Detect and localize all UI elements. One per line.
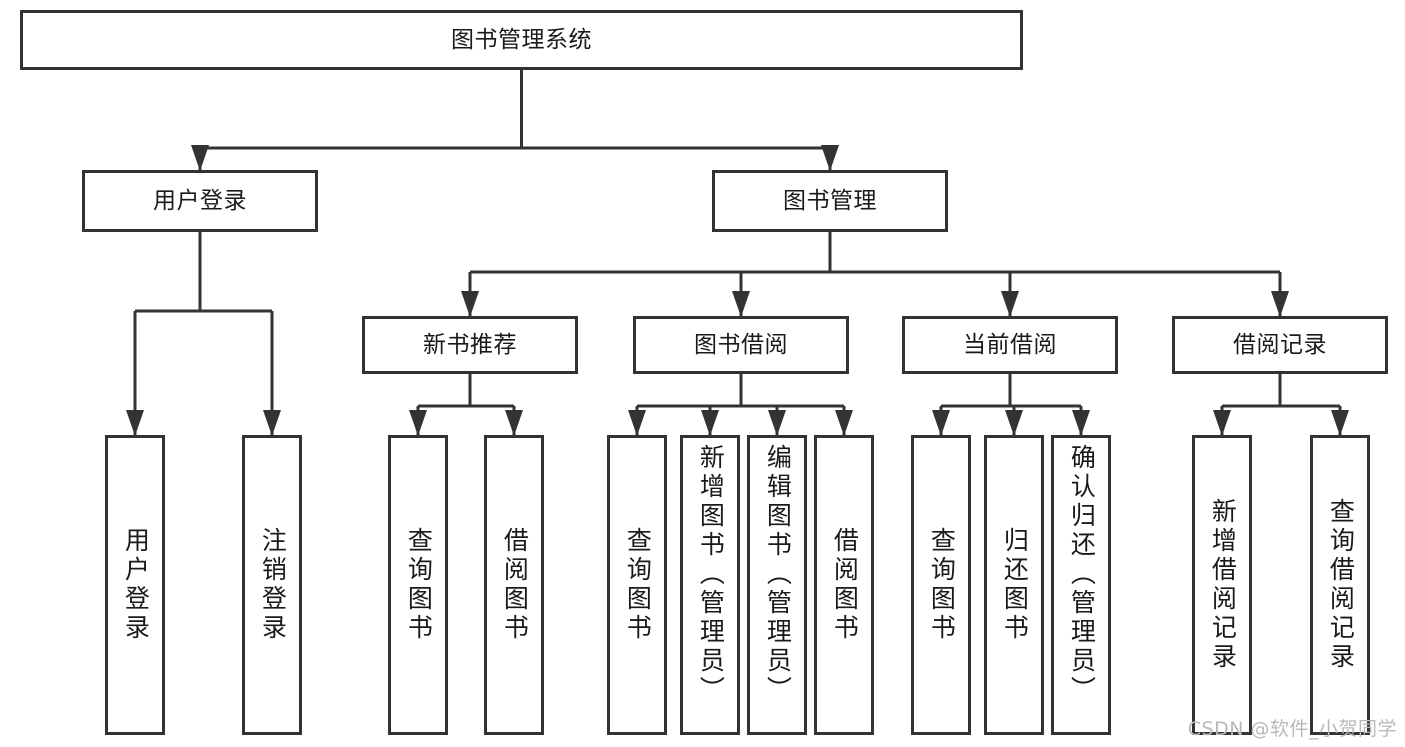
node-label: 图书管理 bbox=[783, 187, 877, 214]
node-leaf-user-logout[interactable]: 注销登录 bbox=[242, 435, 302, 735]
node-label: 编辑图书（管理员） bbox=[763, 444, 793, 705]
node-book-manage[interactable]: 图书管理 bbox=[712, 170, 948, 232]
node-label: 借阅记录 bbox=[1233, 331, 1327, 358]
node-leaf-confirm-return[interactable]: 确认归还（管理员） bbox=[1051, 435, 1111, 735]
node-label: 新增图书（管理员） bbox=[696, 444, 726, 705]
node-label: 图书借阅 bbox=[694, 331, 788, 358]
node-label: 借阅图书 bbox=[500, 527, 530, 643]
node-label: 用户登录 bbox=[121, 527, 151, 643]
watermark: CSDN @软件_小贺同学 bbox=[1187, 718, 1397, 740]
node-label: 当前借阅 bbox=[963, 331, 1057, 358]
node-label: 查询图书 bbox=[404, 527, 434, 643]
node-leaf-add-book[interactable]: 新增图书（管理员） bbox=[680, 435, 740, 735]
node-label: 用户登录 bbox=[153, 187, 247, 214]
node-label: 图书管理系统 bbox=[451, 26, 592, 53]
node-user-login[interactable]: 用户登录 bbox=[82, 170, 318, 232]
node-label: 查询图书 bbox=[927, 527, 957, 643]
node-leaf-query-book-1[interactable]: 查询图书 bbox=[388, 435, 448, 735]
node-borrow-record[interactable]: 借阅记录 bbox=[1172, 316, 1388, 374]
node-leaf-query-book-3[interactable]: 查询图书 bbox=[911, 435, 971, 735]
node-label: 借阅图书 bbox=[830, 527, 860, 643]
node-book-borrow[interactable]: 图书借阅 bbox=[633, 316, 849, 374]
node-current-borrow[interactable]: 当前借阅 bbox=[902, 316, 1118, 374]
node-label: 查询借阅记录 bbox=[1326, 498, 1356, 672]
node-leaf-add-record[interactable]: 新增借阅记录 bbox=[1192, 435, 1252, 735]
node-label: 查询图书 bbox=[623, 527, 653, 643]
node-leaf-query-book-2[interactable]: 查询图书 bbox=[607, 435, 667, 735]
node-leaf-edit-book[interactable]: 编辑图书（管理员） bbox=[747, 435, 807, 735]
node-label: 新书推荐 bbox=[423, 331, 517, 358]
node-label: 新增借阅记录 bbox=[1208, 498, 1238, 672]
node-label: 确认归还（管理员） bbox=[1067, 444, 1097, 705]
node-root[interactable]: 图书管理系统 bbox=[20, 10, 1023, 70]
node-leaf-user-login[interactable]: 用户登录 bbox=[105, 435, 165, 735]
node-leaf-borrow-book-2[interactable]: 借阅图书 bbox=[814, 435, 874, 735]
node-label: 归还图书 bbox=[1000, 527, 1030, 643]
node-leaf-query-record[interactable]: 查询借阅记录 bbox=[1310, 435, 1370, 735]
node-label: 注销登录 bbox=[258, 527, 288, 643]
node-leaf-borrow-book-1[interactable]: 借阅图书 bbox=[484, 435, 544, 735]
node-new-book-rec[interactable]: 新书推荐 bbox=[362, 316, 578, 374]
node-leaf-return-book[interactable]: 归还图书 bbox=[984, 435, 1044, 735]
